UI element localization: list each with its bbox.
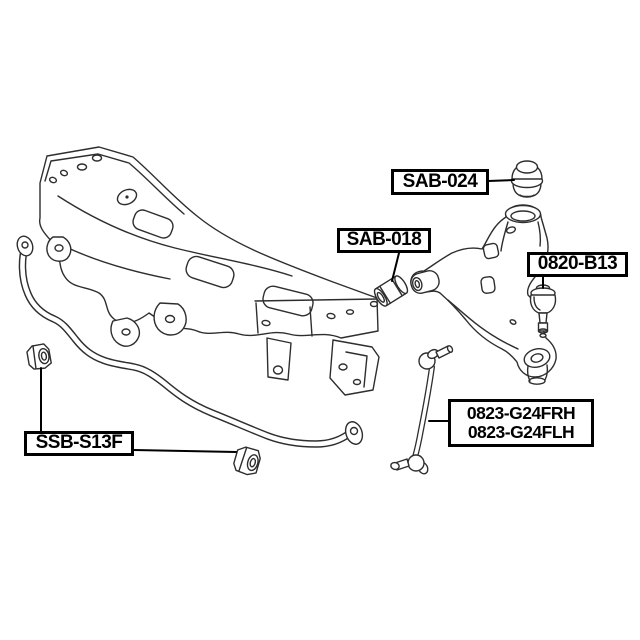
part-label-ssb-s13f: SSB-S13F: [24, 431, 134, 456]
arm-rear-bushing-drawing: [510, 160, 544, 198]
leader-lines: [40, 179, 544, 453]
arm-front-bushing-drawing: [373, 275, 409, 307]
part-number-text-lh: 0823-G24FLH: [467, 422, 575, 442]
part-label-0820-b13: 0820-B13: [527, 252, 628, 277]
part-label-sab-018: SAB-018: [337, 228, 431, 253]
stabilizer-bushing-right-drawing: [233, 446, 261, 476]
lower-control-arm-drawing: [410, 204, 557, 385]
stabilizer-link-drawing: [390, 345, 454, 475]
part-number-text: 0820-B13: [537, 253, 618, 275]
ball-joint-drawing: [529, 284, 557, 339]
part-number-text: SAB-024: [402, 170, 478, 192]
part-label-0823-g24: 0823-G24FRH 0823-G24FLH: [448, 399, 594, 447]
stabilizer-bar-drawing: [16, 235, 364, 448]
part-number-text: SAB-018: [346, 229, 422, 251]
part-label-sab-024: SAB-024: [391, 169, 489, 195]
stabilizer-bushing-left-drawing: [26, 343, 52, 370]
subframe-crossmember-drawing: [38, 146, 380, 396]
part-number-text: SSB-S13F: [35, 432, 123, 454]
part-number-text-rh: 0823-G24FRH: [466, 402, 576, 423]
